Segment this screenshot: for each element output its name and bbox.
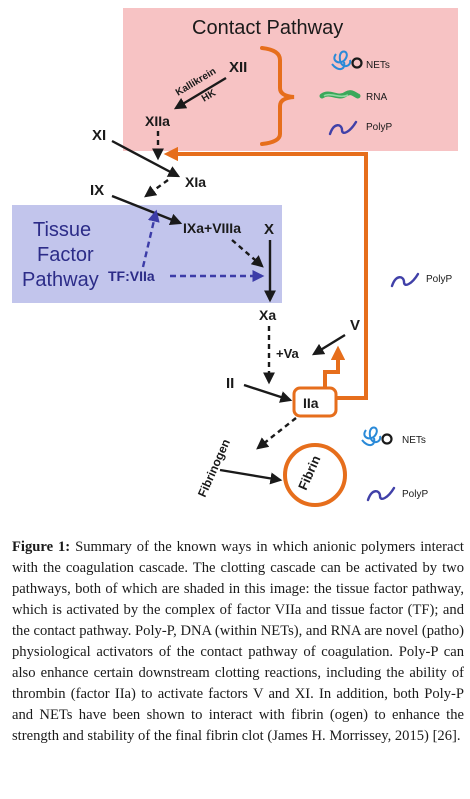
factor-fibrinogen: Fibrinogen — [195, 437, 233, 499]
xia-to-ix-activation-arrow — [144, 179, 169, 198]
tissue-title-line2: Factor — [37, 244, 94, 266]
contact-pathway-region — [123, 8, 458, 151]
contact-pathway-title: Contact Pathway — [192, 17, 343, 39]
figure-caption: Figure 1: Summary of the known ways in w… — [12, 537, 464, 747]
nets-icon — [331, 50, 363, 70]
factor-iia: IIa — [303, 395, 319, 411]
factor-xi: XI — [92, 127, 106, 144]
polyp-icon — [366, 486, 396, 502]
legend-top-rna-label: RNA — [366, 92, 387, 103]
thrombin-box — [292, 386, 338, 418]
thrombin-feedback-to-xi-arrow — [163, 146, 368, 400]
factor-v: V — [350, 317, 360, 334]
nets-icon — [361, 426, 393, 446]
factor-ixa-viiia: IXa+VIIIa — [183, 220, 241, 236]
factor-xiia: XIIa — [145, 113, 170, 129]
xi-to-xia-arrow — [111, 139, 181, 178]
xii-to-xiia-arrow — [173, 76, 227, 110]
thrombin-feedback-to-v-arrow — [323, 345, 346, 388]
factor-xii: XII — [229, 59, 247, 76]
legend-bottom-polyp-label: PolyP — [402, 489, 428, 500]
factor-xia: XIa — [185, 174, 206, 190]
iia-to-fibrinogen-activation-arrow — [256, 417, 297, 450]
polyp-icon — [328, 120, 358, 136]
ix-to-ixa-arrow — [111, 194, 183, 226]
v-to-va-arrow — [311, 333, 346, 356]
polyp-mid-label: PolyP — [426, 274, 452, 285]
figure-label: Figure 1: — [12, 539, 71, 555]
tissue-title-line3: Pathway — [22, 269, 99, 291]
fibrinogen-to-fibrin-arrow — [219, 468, 283, 485]
legend-bottom-nets-label: NETs — [402, 435, 426, 446]
factor-x: X — [264, 221, 274, 238]
polyp-mid-icon — [390, 272, 420, 288]
legend-top-polyp-label: PolyP — [366, 122, 392, 133]
contact-bracket — [260, 46, 295, 146]
ixa-to-x-activation-arrow — [231, 239, 264, 268]
figure-caption-text: Summary of the known ways in which anion… — [12, 539, 464, 744]
factor-tf-viia: TF:VIIa — [108, 268, 155, 284]
factor-ix: IX — [90, 182, 104, 199]
tissue-title-line1: Tissue — [33, 219, 91, 241]
ii-to-iia-arrow — [243, 383, 293, 403]
factor-ii: II — [226, 375, 234, 392]
legend-top-nets-label: NETs — [366, 60, 390, 71]
coagulation-diagram: Contact Pathway NETs RNA PolyP XII Kalli… — [12, 8, 458, 507]
rna-icon — [319, 90, 361, 99]
fibrin-circle — [283, 443, 347, 507]
factor-xa: Xa — [259, 307, 276, 323]
factor-va: +Va — [276, 346, 300, 361]
